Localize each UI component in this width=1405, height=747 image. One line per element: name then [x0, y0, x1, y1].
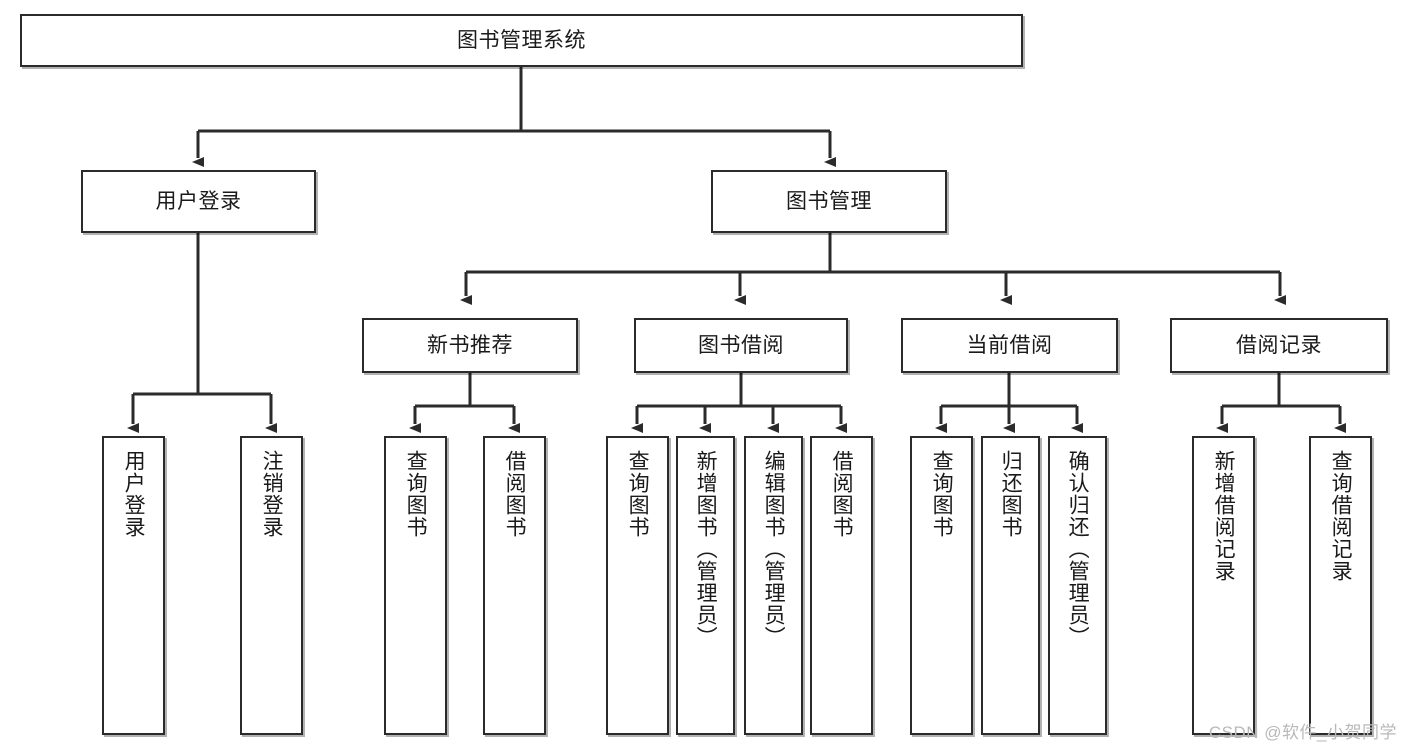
node-label: 查询图书 [404, 450, 428, 538]
node-user-login[interactable]: 用户登录 [81, 170, 316, 233]
node-book-management[interactable]: 图书管理 [711, 170, 947, 233]
node-label: 借阅图书 [830, 450, 854, 538]
node-label: 注销登录 [260, 450, 284, 538]
node-label: 查询图书 [930, 450, 954, 538]
node-label: 归还图书 [999, 450, 1023, 538]
node-new-book-recommend[interactable]: 新书推荐 [362, 318, 578, 373]
leaf-new-book-query[interactable]: 查询图书 [384, 436, 447, 735]
leaf-user-login-login[interactable]: 用户登录 [102, 436, 165, 735]
leaf-borrow-record-query[interactable]: 查询借阅记录 [1309, 436, 1372, 735]
leaf-new-book-borrow[interactable]: 借阅图书 [483, 436, 546, 735]
node-label: 查询图书 [626, 450, 650, 538]
leaf-book-borrow-query[interactable]: 查询图书 [606, 436, 669, 735]
node-label: 当前借阅 [966, 334, 1053, 357]
leaf-current-borrow-return[interactable]: 归还图书 [981, 436, 1040, 735]
node-label: 借阅记录 [1236, 334, 1322, 357]
node-label: 编辑图书（管理员） [762, 450, 786, 648]
node-label: 用户登录 [155, 190, 242, 213]
leaf-user-login-logout[interactable]: 注销登录 [240, 436, 303, 735]
leaf-book-borrow-edit[interactable]: 编辑图书（管理员） [744, 436, 803, 735]
node-label: 图书管理系统 [457, 29, 586, 52]
node-label: 图书借阅 [698, 334, 784, 357]
node-label: 新增图书（管理员） [694, 450, 718, 648]
node-label: 新增借阅记录 [1212, 450, 1236, 582]
node-label: 确认归还（管理员） [1066, 450, 1090, 648]
node-borrow-record[interactable]: 借阅记录 [1170, 318, 1388, 373]
leaf-borrow-record-add[interactable]: 新增借阅记录 [1192, 436, 1255, 735]
node-label: 查询借阅记录 [1329, 450, 1353, 582]
node-label: 图书管理 [786, 190, 872, 213]
node-label: 借阅图书 [503, 450, 527, 538]
leaf-book-borrow-borrow[interactable]: 借阅图书 [810, 436, 873, 735]
leaf-book-borrow-add[interactable]: 新增图书（管理员） [676, 436, 735, 735]
node-label: 新书推荐 [427, 334, 513, 357]
leaf-current-borrow-confirm-return[interactable]: 确认归还（管理员） [1048, 436, 1107, 735]
node-current-borrow[interactable]: 当前借阅 [901, 318, 1118, 373]
node-label: 用户登录 [122, 450, 146, 538]
node-root-system[interactable]: 图书管理系统 [20, 14, 1023, 67]
leaf-current-borrow-query[interactable]: 查询图书 [910, 436, 973, 735]
node-book-borrow[interactable]: 图书借阅 [634, 318, 848, 373]
